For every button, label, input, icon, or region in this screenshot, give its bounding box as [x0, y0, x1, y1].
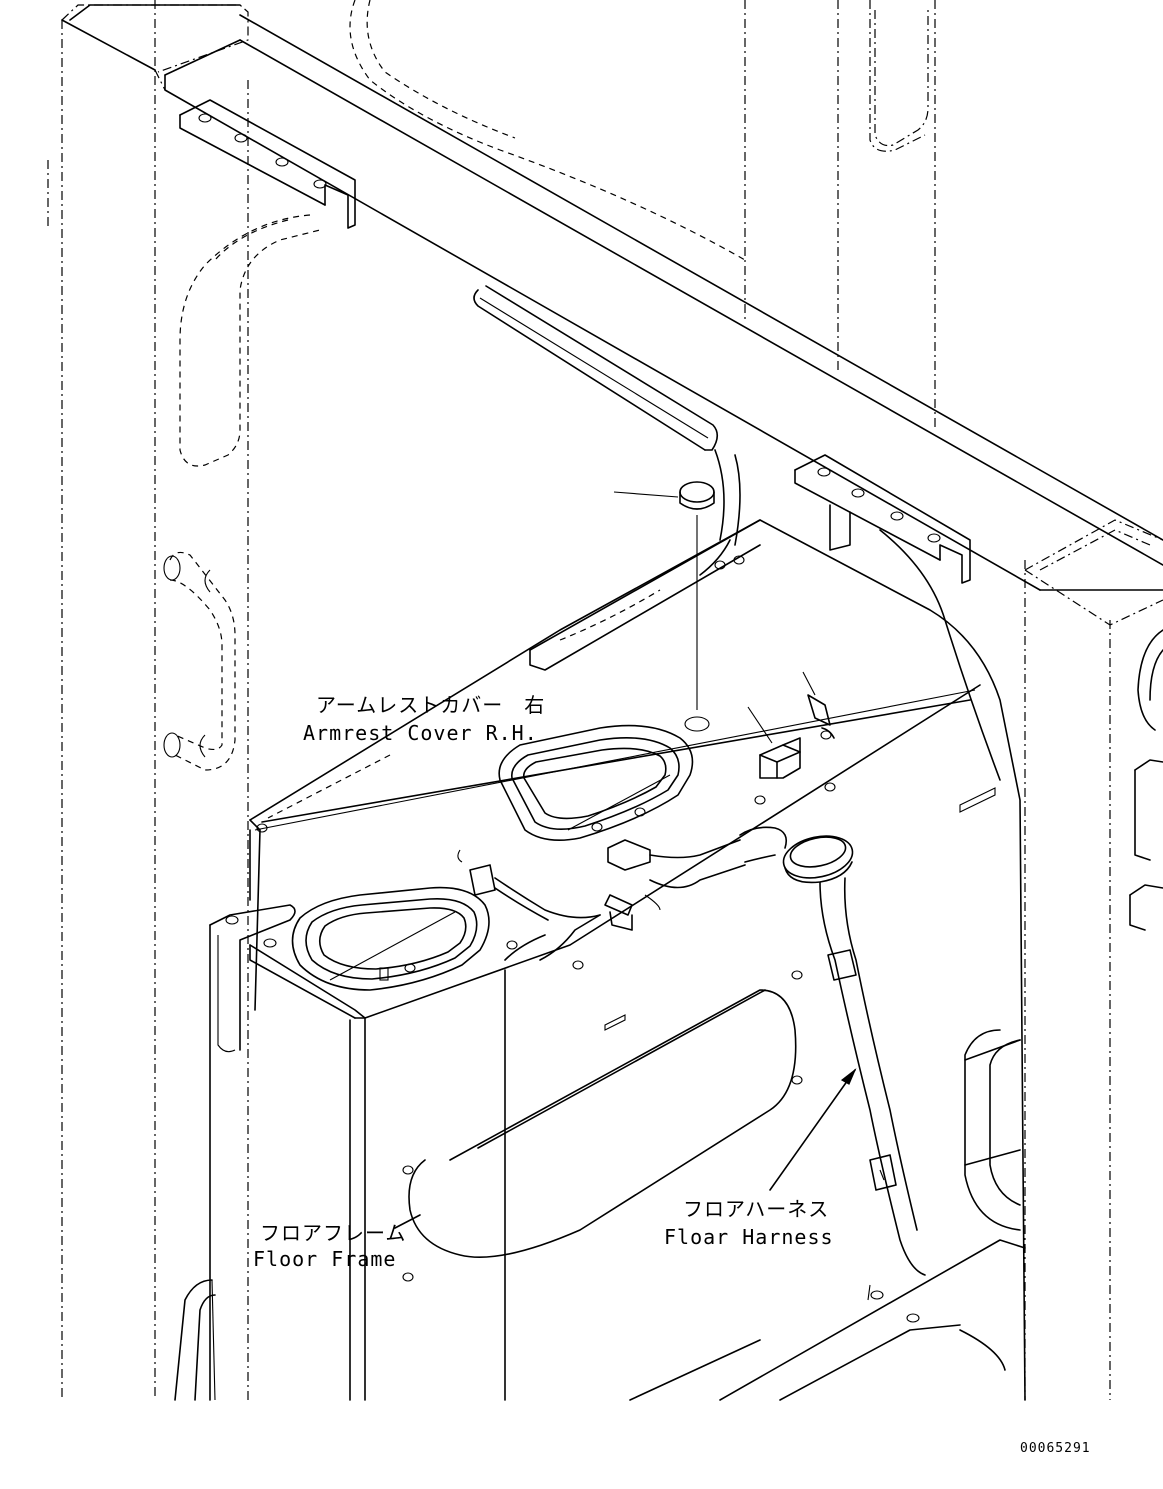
- armrest-cover-jp-label: アームレストカバー 右: [316, 693, 545, 717]
- drawing-number: 00065291: [1020, 1441, 1091, 1456]
- floor-frame-panel: [209, 449, 1026, 1401]
- lower-cup-pocket: [225, 823, 518, 991]
- harness-grommet: [782, 835, 854, 884]
- floor-harness-jp-label: フロアハーネス: [683, 1197, 829, 1221]
- leader-lines: [267, 754, 857, 1229]
- upper-mounting-bracket: [179, 99, 356, 229]
- armrest-cover: [249, 684, 981, 1401]
- floor-frame-en-label: Floor Frame: [253, 1247, 396, 1271]
- lower-mounting-bracket: [794, 454, 971, 584]
- lower-left-tube: [174, 1279, 216, 1401]
- floor-frame-bracket: [402, 555, 996, 1282]
- label-floor-frame: フロアフレーム Floor Frame: [253, 1221, 406, 1271]
- floor-frame-jp-label: フロアフレーム: [260, 1221, 406, 1245]
- clip-part: [802, 671, 835, 740]
- upper-cup-pocket: [498, 724, 694, 841]
- panel-wiring: [457, 826, 788, 931]
- beam-handle: [473, 285, 719, 451]
- label-floor-harness: フロアハーネス Floar Harness: [664, 1197, 834, 1249]
- cap-part: [613, 481, 715, 732]
- floor-harness-en-label: Floar Harness: [664, 1225, 834, 1249]
- right-side-components: [629, 629, 1163, 1401]
- floor-harness: [819, 877, 926, 1276]
- left-grab-handle: [163, 551, 236, 771]
- top-cross-beam: [61, 4, 1163, 591]
- label-armrest-cover: アームレストカバー 右 Armrest Cover R.H.: [303, 693, 545, 745]
- right-frame-posts: [744, 0, 1163, 1400]
- left-frame-posts: [47, 0, 249, 1400]
- armrest-cover-en-label: Armrest Cover R.H.: [303, 721, 538, 745]
- switch-part: [747, 706, 801, 779]
- upper-dashed-harness: [179, 0, 746, 467]
